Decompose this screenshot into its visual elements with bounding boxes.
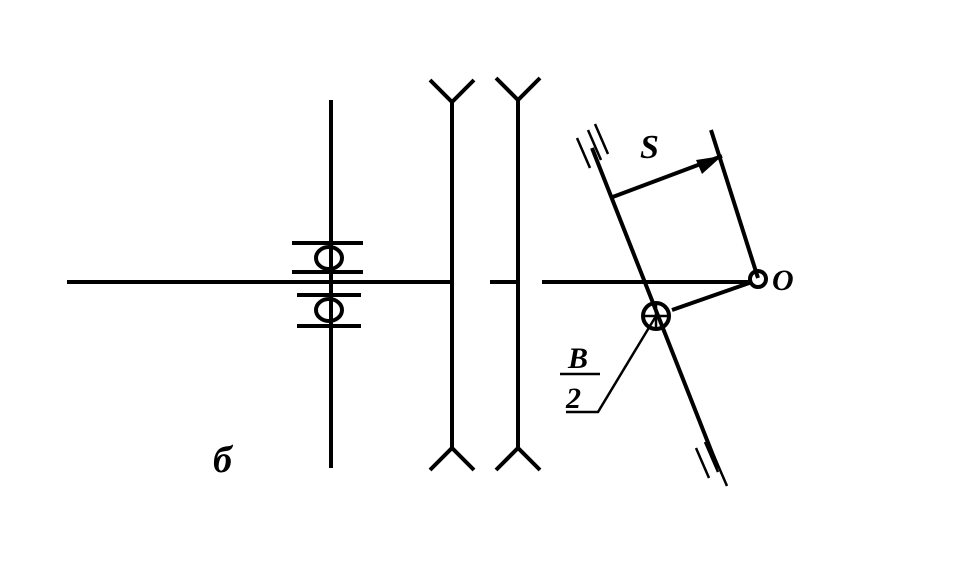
shaft-left: [428, 78, 476, 472]
sub-figure-label: б: [213, 439, 234, 481]
displacement-arrow: [609, 154, 723, 200]
shaft-right: [494, 76, 542, 472]
b-half-leader: [566, 315, 658, 414]
center-point-o: [748, 269, 768, 289]
label-o: O: [772, 264, 794, 297]
label-2: 2: [565, 382, 581, 415]
label-s: S: [640, 129, 659, 166]
radius-line: [671, 280, 753, 312]
ball-bearing: [292, 241, 363, 328]
parallel-line: [709, 129, 760, 279]
label-b: B: [567, 342, 588, 375]
